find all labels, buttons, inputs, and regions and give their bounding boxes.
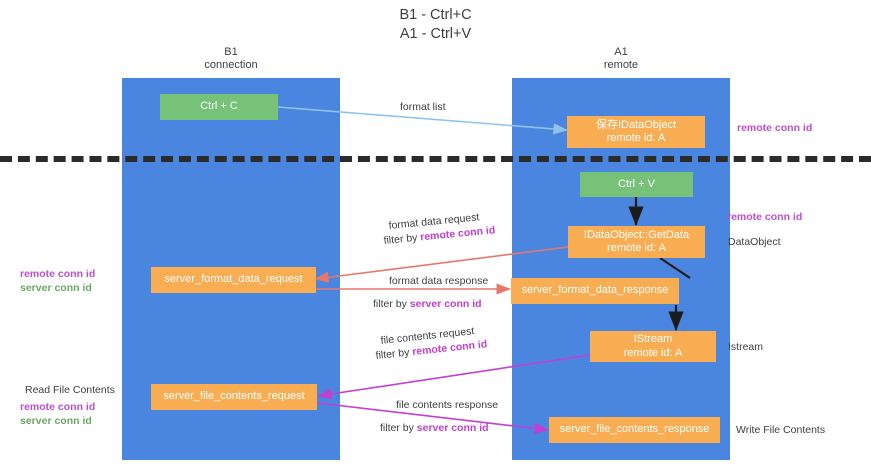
left-label-remote-conn-id-bottom: remote conn id — [20, 401, 96, 413]
box-server-format-data-request[interactable]: server_format_data_request — [151, 267, 316, 293]
column-b1-sub: connection — [204, 59, 258, 71]
edge-label-format-list: format list — [400, 101, 446, 113]
filter-prefix: filter by — [380, 422, 417, 434]
column-header-a1: A1 remote — [512, 46, 730, 72]
right-label-istream: Istream — [728, 341, 763, 355]
edge-label-format-data-response: format data response — [389, 275, 489, 287]
left-label-read-file-contents-group: Read File Contents — [25, 384, 115, 398]
box-idataobject[interactable]: 保存IDataObject remote id: A — [567, 116, 705, 148]
left-label-conn-ids-mid: remote conn id server conn id — [20, 268, 95, 295]
right-label-dataobject: DataObject — [728, 236, 781, 250]
right-label-write-file-contents-text: Write File Contents — [736, 424, 826, 436]
column-b1-name: B1 — [224, 46, 238, 58]
box-ctrl-v[interactable]: Ctrl + V — [580, 172, 693, 197]
filter-key-server-conn-id: server conn id — [409, 298, 482, 310]
right-label-remote-conn-id-mid-text: remote conn id — [727, 211, 803, 223]
left-label-remote-conn-id-mid: remote conn id — [20, 268, 96, 280]
box-getdata-sub: remote id: A — [607, 242, 666, 254]
box-ctrl-v-label: Ctrl + V — [618, 177, 655, 190]
right-label-dataobject-text: DataObject — [728, 236, 781, 248]
box-ctrl-c[interactable]: Ctrl + C — [160, 94, 278, 120]
column-a1-sub: remote — [603, 59, 639, 71]
box-idataobject-getdata[interactable]: IDataObject::GetData remote id: A — [568, 226, 705, 258]
column-header-b1: B1 connection — [122, 46, 340, 72]
right-label-istream-text: Istream — [728, 341, 764, 353]
box-istream[interactable]: IStream remote id: A — [590, 331, 716, 362]
box-istream-sub: remote id: A — [623, 346, 683, 359]
box-getdata-title: IDataObject::GetData — [583, 228, 690, 241]
filter-key-server-conn-id: server conn id — [416, 422, 489, 434]
column-a1-name: A1 — [614, 46, 628, 58]
box-server-file-contents-response-label: server_file_contents_response — [559, 423, 710, 436]
right-label-remote-conn-id-top: remote conn id — [737, 122, 812, 136]
edge-label-format-data-response-filter: filter by server conn id — [373, 297, 482, 311]
right-label-remote-conn-id-mid: remote conn id — [727, 211, 802, 225]
left-label-conn-ids-bottom: remote conn id server conn id — [20, 401, 95, 428]
box-server-format-data-response-label: server_format_data_response — [521, 284, 669, 297]
filter-prefix: filter by — [375, 346, 413, 362]
box-idataobject-title: 保存IDataObject — [595, 118, 677, 131]
page-title: B1 - Ctrl+C A1 - Ctrl+V — [399, 7, 472, 42]
box-ctrl-c-label: Ctrl + C — [200, 100, 238, 113]
section-divider — [0, 156, 871, 162]
box-server-format-data-request-label: server_format_data_request — [164, 273, 303, 286]
left-label-server-conn-id-bottom: server conn id — [20, 414, 92, 427]
left-label-read-file-contents: Read File Contents — [25, 384, 115, 396]
right-label-remote-conn-id-top-text: remote conn id — [737, 122, 813, 134]
edge-label-file-contents-response-filter: filter by server conn id — [380, 421, 489, 435]
box-server-file-contents-response[interactable]: server_file_contents_response — [549, 417, 720, 443]
box-istream-title: IStream — [633, 333, 673, 345]
right-label-write-file-contents: Write File Contents — [736, 424, 825, 438]
box-server-file-contents-request-label: server_file_contents_request — [163, 390, 305, 403]
left-label-server-conn-id-mid: server conn id — [20, 281, 92, 294]
edge-label-file-contents-response: file contents response — [396, 399, 499, 411]
box-idataobject-sub: remote id: A — [606, 132, 666, 144]
box-server-format-data-response[interactable]: server_format_data_response — [511, 278, 679, 304]
box-server-file-contents-request[interactable]: server_file_contents_request — [151, 384, 317, 410]
filter-prefix: filter by — [373, 298, 410, 310]
filter-prefix: filter by — [383, 231, 421, 247]
